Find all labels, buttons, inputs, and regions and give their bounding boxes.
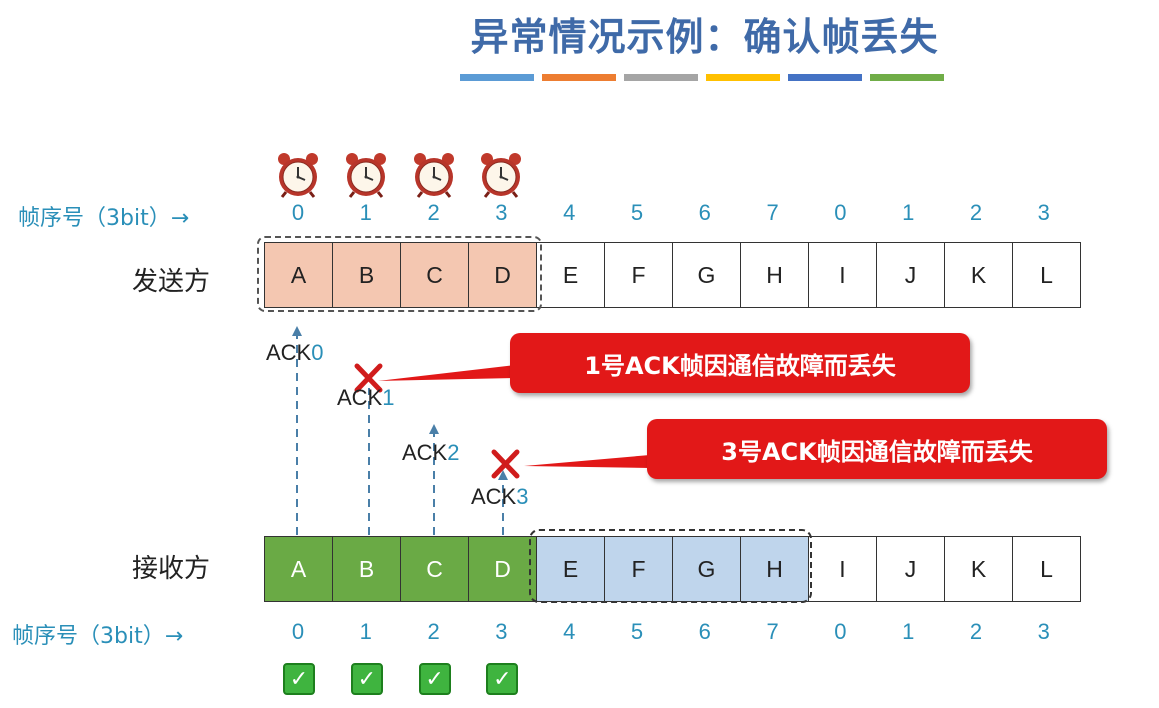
receiver-frame-c: C <box>400 536 469 602</box>
checkmark-icon: ✓ <box>486 663 519 695</box>
ack1-lost-x-icon <box>354 363 383 393</box>
seq-number: 0 <box>834 619 847 644</box>
seq-number: 1 <box>902 619 915 644</box>
seq-number: 0 <box>291 200 305 225</box>
seq-number: 1 <box>359 619 372 644</box>
seq-number: 3 <box>495 619 508 644</box>
ack2-arrow-head <box>429 424 439 434</box>
seq-number: 3 <box>1037 200 1050 225</box>
seq-number: 3 <box>1037 619 1050 644</box>
seq-number: 4 <box>563 200 576 225</box>
receiver-frame-k: K <box>944 536 1013 602</box>
alarm-clock-icon <box>413 153 454 198</box>
seq-number: 6 <box>698 200 711 225</box>
ack0-arrow-head <box>292 326 302 336</box>
sender-frame-d: D <box>468 242 537 308</box>
seq-label-sender: 帧序号（3bit）→ <box>18 206 190 231</box>
sender-frame-a: A <box>264 242 333 308</box>
receiver-frame-a: A <box>264 536 333 602</box>
sender-frame-l: L <box>1012 242 1081 308</box>
sender-window-outline <box>257 236 542 312</box>
receiver-window-outline <box>529 529 812 603</box>
ack3-label: ACK3 <box>471 484 529 509</box>
receiver-frame-d: D <box>468 536 537 602</box>
callout-ack1-lost: 1号ACK帧因通信故障而丢失 <box>510 333 970 393</box>
seq-number: 2 <box>969 619 983 644</box>
seq-number: 5 <box>630 619 644 644</box>
ack0-label: ACK0 <box>266 340 324 365</box>
callout1-tail <box>378 365 515 381</box>
seq-number: 0 <box>834 200 847 225</box>
seq-number: 5 <box>630 200 644 225</box>
sender-frame-b: B <box>332 242 401 308</box>
seq-number: 7 <box>766 619 779 644</box>
sender-frame-c: C <box>400 242 469 308</box>
seq-number: 4 <box>563 619 576 644</box>
color-bar-0 <box>460 74 534 81</box>
callout-ack3-lost: 3号ACK帧因通信故障而丢失 <box>647 419 1107 479</box>
page-title: 异常情况示例：确认帧丢失 <box>470 15 939 59</box>
checkmark-icon: ✓ <box>283 663 315 695</box>
color-bar-4 <box>788 74 862 81</box>
seq-number: 2 <box>427 619 440 644</box>
receiver-frame-e: E <box>536 536 605 602</box>
color-bar-1 <box>542 74 616 81</box>
seq-number: 7 <box>766 200 779 225</box>
seq-number: 3 <box>495 200 508 225</box>
receiver-frame-l: L <box>1012 536 1081 602</box>
seq-number: 6 <box>698 619 711 644</box>
alarm-clock-icon <box>481 153 522 198</box>
receiver-label: 接收方 <box>132 554 211 584</box>
color-bar-5 <box>870 74 944 81</box>
color-bar-3 <box>706 74 780 81</box>
checkmark-icon: ✓ <box>418 663 451 695</box>
seq-number: 1 <box>902 200 915 225</box>
alarm-clock-icon <box>345 153 386 198</box>
receiver-frame-b: B <box>332 536 401 602</box>
receiver-frame-j: J <box>876 536 945 602</box>
receiver-frame-i: I <box>808 536 877 602</box>
seq-number: 2 <box>969 200 983 225</box>
ack2-label: ACK2 <box>402 440 460 465</box>
color-bar-2 <box>624 74 698 81</box>
receiver-frame-g: G <box>672 536 741 602</box>
alarm-clock-icon <box>278 153 318 198</box>
seq-number: 1 <box>359 200 372 225</box>
ack3-lost-x-icon <box>491 449 520 479</box>
checkmark-icon: ✓ <box>350 663 383 695</box>
sender-label: 发送方 <box>132 267 211 297</box>
seq-number: 0 <box>291 619 305 644</box>
callout2-tail <box>524 455 650 468</box>
color-bar-strip <box>460 74 944 82</box>
ack1-label: ACK1 <box>337 385 395 410</box>
ack3-arrow-head <box>498 470 508 480</box>
seq-label-receiver: 帧序号（3bit）→ <box>12 624 184 649</box>
seq-number: 2 <box>427 200 440 225</box>
